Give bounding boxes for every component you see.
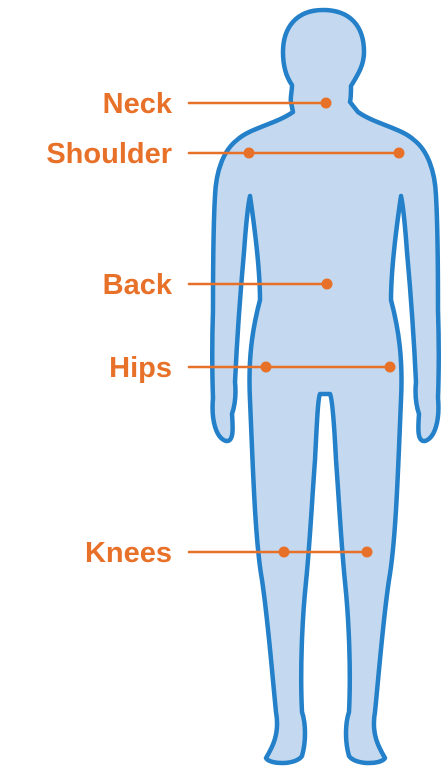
shoulder-left-marker-dot xyxy=(244,148,255,159)
back-marker-dot xyxy=(322,279,333,290)
neck-marker-dot xyxy=(321,98,332,109)
body-silhouette xyxy=(212,10,439,763)
knees-annotation: Knees xyxy=(85,537,373,569)
hips-label: Hips xyxy=(109,352,172,384)
human-figure xyxy=(212,10,439,763)
hips-right-marker-dot xyxy=(385,362,396,373)
neck-label: Neck xyxy=(103,88,173,120)
back-label: Back xyxy=(103,269,173,301)
hips-left-marker-dot xyxy=(261,362,272,373)
knees-right-marker-dot xyxy=(362,547,373,558)
shoulder-label: Shoulder xyxy=(46,138,172,170)
shoulder-right-marker-dot xyxy=(394,148,405,159)
knees-label: Knees xyxy=(85,537,172,569)
knees-left-marker-dot xyxy=(279,547,290,558)
